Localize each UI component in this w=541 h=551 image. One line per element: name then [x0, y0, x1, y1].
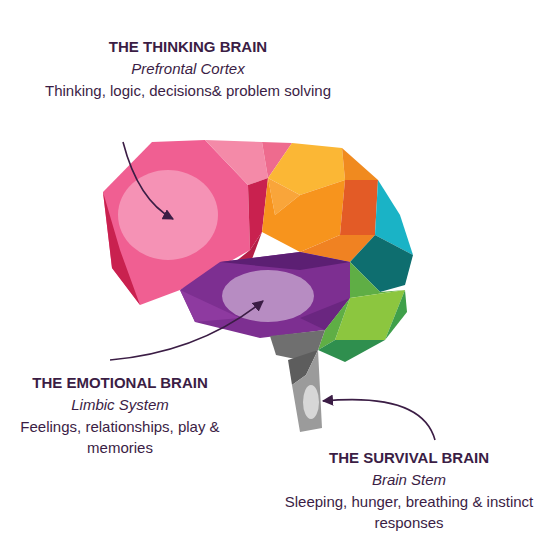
region-name: Brain Stem	[281, 469, 537, 491]
brain-stem	[270, 330, 325, 432]
function-description: Thinking, logic, decisions& problem solv…	[23, 80, 353, 102]
section-heading: THE EMOTIONAL BRAIN	[6, 372, 234, 394]
function-description: Feelings, relationships, play & memories	[6, 416, 234, 460]
region-name: Prefrontal Cortex	[23, 58, 353, 80]
leader-arrow	[110, 301, 263, 360]
callout-group: THE SURVIVAL BRAINBrain StemSleeping, hu…	[281, 447, 537, 534]
region-name: Limbic System	[6, 394, 234, 416]
leader-arrow	[323, 400, 435, 440]
callout-group: THE THINKING BRAINPrefrontal CortexThink…	[23, 36, 353, 101]
section-heading: THE THINKING BRAIN	[23, 36, 353, 58]
highlight-oval	[222, 270, 314, 322]
parietal-lobe	[262, 143, 378, 262]
highlight-oval	[303, 385, 319, 419]
function-description: Sleeping, hunger, breathing & instinct r…	[281, 491, 537, 535]
section-heading: THE SURVIVAL BRAIN	[281, 447, 537, 469]
highlight-oval	[118, 170, 218, 260]
temporal-lobe	[180, 252, 350, 338]
cerebellum	[318, 262, 407, 362]
leader-arrow	[123, 142, 173, 219]
callout-group: THE EMOTIONAL BRAINLimbic SystemFeelings…	[6, 372, 234, 459]
